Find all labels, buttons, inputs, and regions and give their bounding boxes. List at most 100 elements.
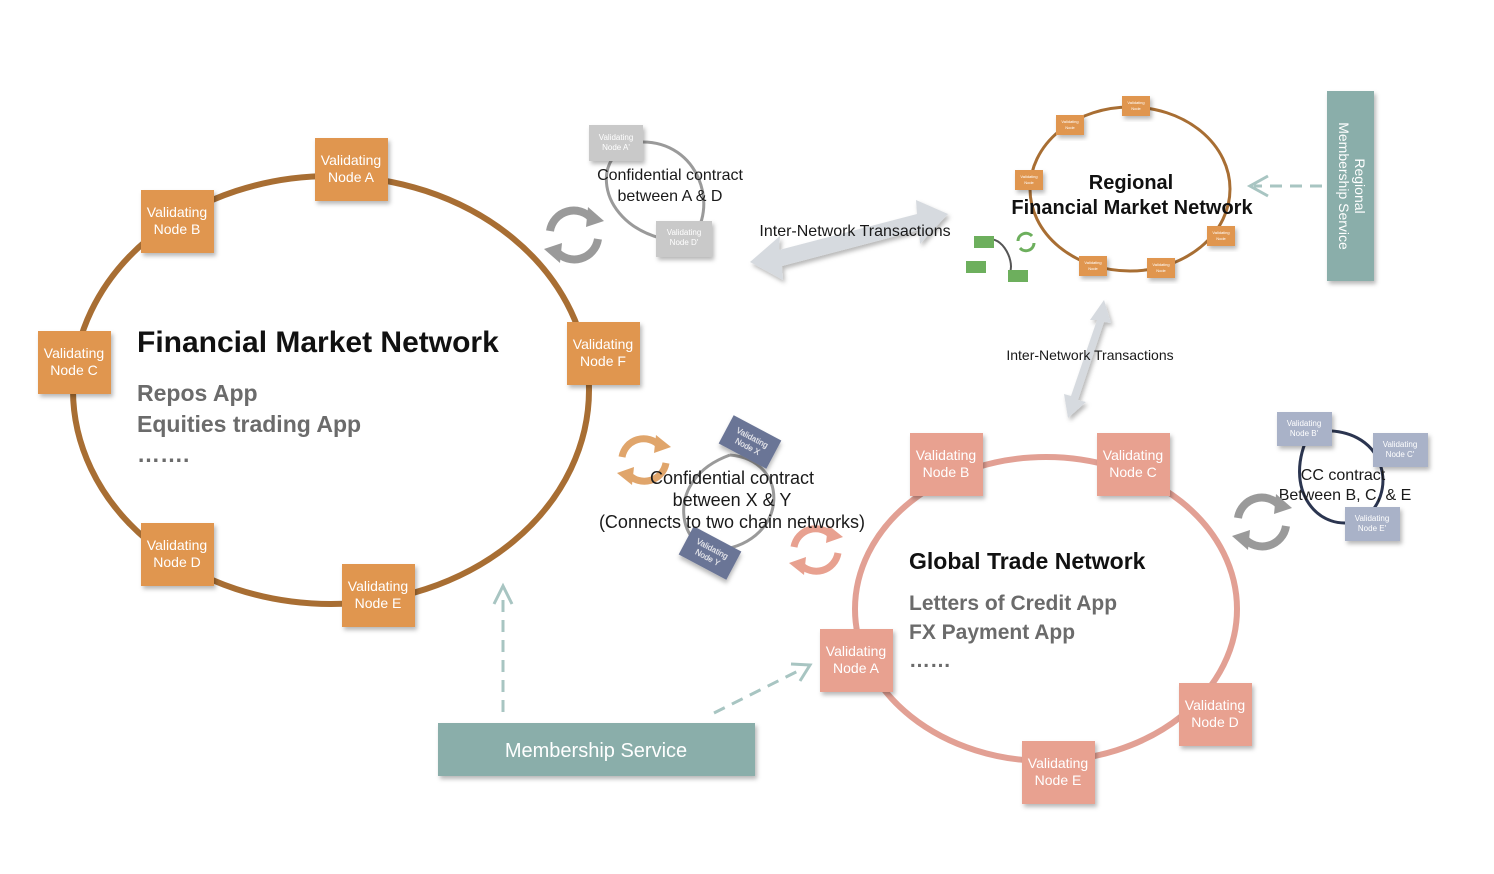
svg-text:Node D': Node D': [670, 238, 699, 247]
sync-icon-green: [1016, 231, 1036, 253]
regional-title-2: Financial Market Network: [1011, 197, 1253, 219]
gtn-node-c[interactable]: Validating Node C: [1097, 433, 1170, 496]
cc-ad-node-a[interactable]: Validating Node A': [589, 125, 643, 161]
svg-text:Node: Node: [1024, 180, 1034, 185]
cc-xy-label-2: between X & Y: [673, 490, 792, 510]
svg-text:Node A': Node A': [602, 143, 630, 152]
svg-text:Node: Node: [1088, 266, 1098, 271]
svg-text:Validating: Validating: [1020, 174, 1037, 179]
svg-text:Validating: Validating: [147, 204, 207, 220]
svg-text:Validating: Validating: [1355, 514, 1390, 523]
svg-text:Validating: Validating: [1152, 262, 1169, 267]
regional-membership-arrow: [1246, 174, 1322, 198]
svg-text:Validating: Validating: [147, 537, 207, 553]
svg-text:Validating: Validating: [1061, 119, 1078, 124]
svg-text:Validating: Validating: [1185, 697, 1245, 713]
svg-text:Node C: Node C: [1109, 464, 1156, 480]
cc-bce-node-b[interactable]: Validating Node B': [1277, 412, 1332, 446]
svg-text:Validating: Validating: [573, 336, 633, 352]
gtn-node-b[interactable]: Validating Node B: [910, 433, 983, 496]
svg-text:Validating: Validating: [1287, 419, 1322, 428]
svg-text:Validating: Validating: [667, 228, 702, 237]
regional-node-5[interactable]: Validating Node: [1147, 258, 1175, 278]
svg-text:Node D: Node D: [153, 554, 200, 570]
fmn-node-c[interactable]: Validating Node C: [38, 331, 111, 394]
sync-icon-pink: [789, 525, 843, 575]
svg-text:Validating: Validating: [44, 345, 104, 361]
cc-xy-node-x[interactable]: Validating Node X: [718, 415, 782, 469]
cc-xy-node-y[interactable]: Validating Node Y: [678, 526, 742, 580]
cc-xy-cluster: Validating Node X Validating Node Y Conf…: [599, 415, 865, 580]
gtn-app-2: FX Payment App: [909, 621, 1075, 644]
svg-text:Node E: Node E: [1035, 772, 1082, 788]
fmn-node-b[interactable]: Validating Node B: [141, 190, 214, 253]
svg-text:Node B: Node B: [923, 464, 970, 480]
gtn-node-a[interactable]: Validating Node A: [820, 629, 893, 692]
sync-icon-gray-2: [1232, 493, 1292, 551]
membership-arrow-right: [713, 662, 813, 715]
svg-text:Regional: Regional: [1352, 158, 1368, 213]
svg-text:Validating: Validating: [1212, 230, 1229, 235]
fmn-node-a[interactable]: Validating Node A: [315, 138, 388, 201]
svg-text:Validating: Validating: [348, 578, 408, 594]
cc-xy-label-1: Confidential contract: [650, 468, 814, 488]
svg-text:Node E: Node E: [355, 595, 402, 611]
inter-network-arrow-2: [1064, 300, 1111, 418]
membership-service[interactable]: Membership Service: [438, 723, 755, 776]
fmn-node-d[interactable]: Validating Node D: [141, 523, 214, 586]
gtn-node-d[interactable]: Validating Node D: [1179, 683, 1252, 746]
gtn-node-e[interactable]: Validating Node E: [1022, 741, 1095, 804]
svg-text:Validating: Validating: [321, 152, 381, 168]
cc-bce-node-c[interactable]: Validating Node C': [1373, 433, 1428, 467]
sync-icon-gray: [544, 206, 604, 264]
regional-node-1[interactable]: Validating Node: [1122, 96, 1150, 116]
cc-bce-cluster: Validating Node B' Validating Node C' Va…: [1232, 412, 1428, 551]
fmn-title: Financial Market Network: [137, 326, 499, 359]
regional-membership-service[interactable]: Regional Membership Service: [1327, 91, 1374, 281]
svg-text:Node B': Node B': [1290, 429, 1319, 438]
svg-text:Validating: Validating: [1103, 447, 1163, 463]
sync-icon-orange: [617, 435, 671, 485]
svg-text:Validating: Validating: [916, 447, 976, 463]
fmn-app-2: Equities trading App: [137, 411, 361, 437]
cc-ad-label-1: Confidential contract: [597, 167, 743, 184]
svg-text:Validating: Validating: [826, 643, 886, 659]
gtn-title: Global Trade Network: [909, 548, 1146, 574]
cc-ad-node-d[interactable]: Validating Node D': [656, 221, 712, 257]
svg-text:Node F: Node F: [580, 353, 626, 369]
svg-text:Node D: Node D: [1191, 714, 1238, 730]
regional-cc-node-1[interactable]: [974, 236, 994, 248]
svg-text:Membership Service: Membership Service: [505, 740, 687, 762]
gtn-app-3: ……: [909, 649, 951, 672]
svg-text:Validating: Validating: [1028, 755, 1088, 771]
regional-node-2[interactable]: Validating Node: [1056, 115, 1084, 135]
gtn-app-1: Letters of Credit App: [909, 592, 1117, 615]
cc-ad-label-2: between A & D: [618, 188, 723, 205]
fmn-app-1: Repos App: [137, 380, 258, 406]
inter-network-label-2: Inter-Network Transactions: [1006, 347, 1173, 363]
cc-xy-label-3: (Connects to two chain networks): [599, 512, 865, 532]
regional-node-6[interactable]: Validating Node: [1207, 226, 1235, 246]
svg-text:Validating: Validating: [599, 133, 634, 142]
fmn-app-3: …….: [137, 441, 189, 467]
regional-node-4[interactable]: Validating Node: [1079, 256, 1107, 276]
inter-network-label-1: Inter-Network Transactions: [759, 223, 950, 240]
cc-bce-node-e[interactable]: Validating Node E': [1345, 507, 1400, 541]
regional-cc-node-2[interactable]: [966, 261, 986, 273]
fmn-node-f[interactable]: Validating Node F: [567, 322, 640, 385]
fmn-node-e[interactable]: Validating Node E: [342, 564, 415, 627]
regional-node-3[interactable]: Validating Node: [1015, 170, 1043, 190]
svg-text:Node C: Node C: [50, 362, 97, 378]
cc-ad-cluster: Validating Node A' Validating Node D' Co…: [589, 125, 743, 257]
svg-text:Validating: Validating: [1383, 440, 1418, 449]
inter-network-arrow-1: [750, 200, 948, 280]
svg-text:Node C': Node C': [1386, 450, 1415, 459]
svg-text:Node E': Node E': [1358, 524, 1387, 533]
svg-text:Validating: Validating: [1084, 260, 1101, 265]
svg-text:Node: Node: [1156, 268, 1166, 273]
svg-text:Node A: Node A: [833, 660, 880, 676]
svg-text:Node: Node: [1131, 106, 1141, 111]
regional-cc-node-3[interactable]: [1008, 270, 1028, 282]
membership-arrow-up: [492, 582, 514, 712]
